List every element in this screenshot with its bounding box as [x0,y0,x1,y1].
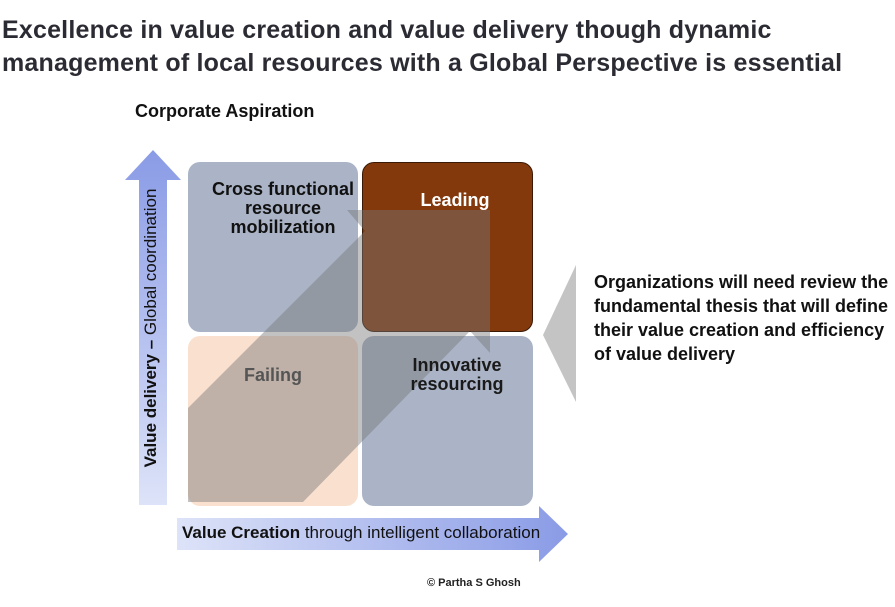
x-axis-arrow [177,506,568,562]
quadrant-label-cross-functional: Cross functional resource mobilization [211,179,354,237]
page-title: Excellence in value creation and value d… [2,14,895,80]
callout-pointer [543,265,576,402]
copyright-credit: © Partha S Ghosh [427,577,521,589]
quadrant-bottom-left [188,336,358,506]
title-line-2: management of local resources with a Glo… [2,49,843,77]
y-axis-arrow [125,150,181,505]
quadrant-label-innovative: Innovative resourcing [410,355,504,394]
quadrant-label-leading: Leading [420,190,490,210]
quadrant-label-failing: Failing [244,365,302,385]
x-axis-label-bold: Value Creation [182,523,301,542]
y-axis-label: Value delivery – Global coordination [141,189,161,468]
y-axis-label-bold: Value delivery – [141,335,160,468]
diagram-subtitle: Corporate Aspiration [135,101,315,121]
y-axis-label-rest: Global coordination [141,188,160,336]
quadrant-bottom-right [362,336,533,506]
x-axis-label-rest: through intelligent collaboration [300,523,541,542]
quadrant-top-right [362,162,533,332]
callout-text: Organizations will need review the funda… [594,272,889,364]
diagonal-progress-arrow [188,210,490,502]
title-line-1: Excellence in value creation and value d… [2,16,772,44]
quadrant-top-left [188,162,358,332]
x-axis-label: Value Creation through intelligent colla… [182,523,540,543]
